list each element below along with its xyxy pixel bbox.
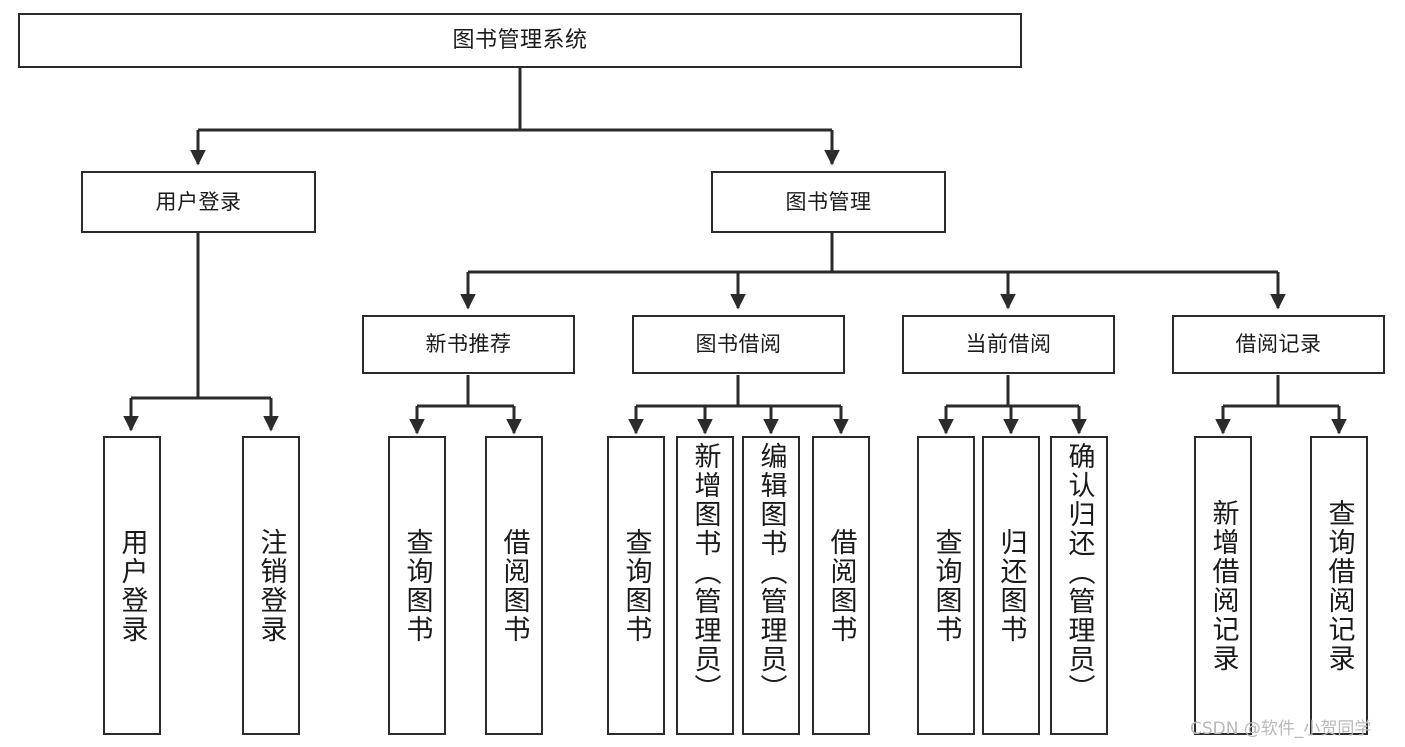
node-user-login[interactable]: 用户登录	[81, 171, 316, 233]
node-label: 注销登录	[255, 527, 287, 644]
node-label: 图书借阅	[695, 332, 782, 356]
node-label: 编辑图书（管理员）	[755, 442, 787, 703]
node-book-management[interactable]: 图书管理	[711, 171, 946, 233]
leaf-query-book-borrow[interactable]: 查询图书	[607, 436, 665, 735]
node-label: 确认归还（管理员）	[1063, 442, 1095, 703]
leaf-borrow-book-new[interactable]: 借阅图书	[485, 436, 543, 735]
node-label: 借阅图书	[498, 527, 530, 644]
node-label: 查询图书	[620, 527, 652, 644]
node-label: 借阅记录	[1235, 332, 1322, 356]
node-label: 借阅图书	[825, 527, 857, 644]
node-label: 归还图书	[995, 527, 1027, 644]
node-borrowing-record[interactable]: 借阅记录	[1172, 315, 1385, 374]
csdn-watermark: CSDN @软件_小贺同学	[1190, 719, 1372, 739]
node-book-borrowing[interactable]: 图书借阅	[632, 315, 845, 374]
node-label: 查询图书	[401, 527, 433, 644]
leaf-query-book-new[interactable]: 查询图书	[388, 436, 446, 735]
node-root-book-management-system[interactable]: 图书管理系统	[18, 13, 1022, 68]
node-label: 图书管理系统	[452, 27, 588, 53]
node-label: 当前借阅	[965, 332, 1052, 356]
leaf-add-borrow-record[interactable]: 新增借阅记录	[1194, 436, 1252, 735]
node-new-book-recommendation[interactable]: 新书推荐	[362, 315, 575, 374]
node-label: 新书推荐	[425, 332, 512, 356]
leaf-query-borrow-record[interactable]: 查询借阅记录	[1310, 436, 1368, 735]
node-label: 查询借阅记录	[1323, 498, 1355, 673]
node-label: 新增借阅记录	[1207, 498, 1239, 673]
leaf-return-book[interactable]: 归还图书	[982, 436, 1040, 735]
leaf-user-login[interactable]: 用户登录	[103, 436, 161, 735]
leaf-edit-book-admin[interactable]: 编辑图书（管理员）	[742, 436, 800, 735]
node-label: 用户登录	[155, 189, 242, 214]
node-label: 查询图书	[930, 527, 962, 644]
node-label: 新增图书（管理员）	[689, 442, 721, 703]
leaf-borrow-book[interactable]: 借阅图书	[812, 436, 870, 735]
node-label: 图书管理	[785, 189, 872, 214]
leaf-logout[interactable]: 注销登录	[242, 436, 300, 735]
leaf-query-book-current[interactable]: 查询图书	[917, 436, 975, 735]
node-label: 用户登录	[116, 527, 148, 644]
leaf-add-book-admin[interactable]: 新增图书（管理员）	[676, 436, 734, 735]
leaf-confirm-return-admin[interactable]: 确认归还（管理员）	[1050, 436, 1108, 735]
node-current-borrowing[interactable]: 当前借阅	[902, 315, 1115, 374]
